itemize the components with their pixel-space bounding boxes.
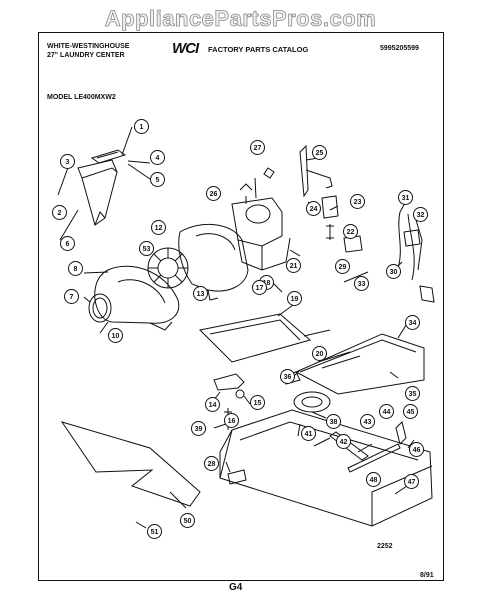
callout-44: 44: [379, 404, 394, 419]
part-base-frame: [219, 409, 433, 527]
callout-31: 31: [398, 190, 413, 205]
callout-53: 53: [139, 241, 154, 256]
part-small-bracket: [213, 373, 245, 391]
callout-50: 50: [180, 513, 195, 528]
page-number: G4: [229, 582, 243, 593]
callout-7: 7: [64, 289, 79, 304]
callout-1: 1: [134, 119, 149, 134]
part-rail: [329, 431, 369, 461]
callout-42: 42: [336, 434, 351, 449]
callout-5: 5: [150, 172, 165, 187]
callout-51: 51: [147, 524, 162, 539]
part-seal-ring: [88, 293, 112, 323]
callout-26: 26: [206, 186, 221, 201]
part-bracket: [321, 195, 339, 219]
part-front-rail: [294, 333, 425, 395]
callout-20: 20: [312, 346, 327, 361]
callout-34: 34: [405, 315, 420, 330]
callout-8: 8: [68, 261, 83, 276]
brand-line-1: WHITE-WESTINGHOUSE: [47, 43, 130, 50]
catalog-part-number: 5995205599: [380, 45, 419, 52]
callout-33: 33: [354, 276, 369, 291]
callout-32: 32: [413, 207, 428, 222]
callout-17: 17: [252, 280, 267, 295]
callout-24: 24: [306, 201, 321, 216]
callout-3: 3: [60, 154, 75, 169]
callout-47: 47: [404, 474, 419, 489]
callout-48: 48: [366, 472, 381, 487]
callout-36: 36: [280, 369, 295, 384]
part-lint-duct: [77, 159, 118, 226]
callout-15: 15: [250, 395, 265, 410]
callout-12: 12: [151, 220, 166, 235]
callout-39: 39: [191, 421, 206, 436]
callout-41: 41: [301, 426, 316, 441]
part-drum-roller: [293, 391, 331, 413]
callout-43: 43: [360, 414, 375, 429]
part-top-panel: [198, 313, 312, 363]
callout-22: 22: [343, 224, 358, 239]
revision-date: 8/91: [420, 572, 434, 579]
drawing-number: 2252: [377, 543, 393, 550]
part-blower-housing: [94, 265, 180, 324]
callout-25: 25: [312, 145, 327, 160]
diagram-frame: [38, 32, 444, 581]
callout-23: 23: [350, 194, 365, 209]
callout-2: 2: [52, 205, 67, 220]
catalog-title: FACTORY PARTS CATALOG: [208, 45, 309, 54]
callout-45: 45: [403, 404, 418, 419]
callout-14: 14: [205, 397, 220, 412]
brand-line-2: 27" LAUNDRY CENTER: [47, 52, 125, 59]
watermark: AppliancePartsPros.com: [104, 6, 377, 32]
callout-29: 29: [335, 259, 350, 274]
callout-16: 16: [224, 413, 239, 428]
callout-6: 6: [60, 236, 75, 251]
wci-logo: WCI: [172, 40, 199, 57]
callout-13: 13: [193, 286, 208, 301]
callout-35: 35: [405, 386, 420, 401]
callout-10: 10: [108, 328, 123, 343]
callout-19: 19: [287, 291, 302, 306]
callout-4: 4: [150, 150, 165, 165]
callout-46: 46: [409, 442, 424, 457]
callout-30: 30: [386, 264, 401, 279]
model-number: MODEL LE400MXW2: [47, 94, 116, 101]
callout-38: 38: [326, 414, 341, 429]
part-motor-mount: [178, 223, 249, 292]
callout-27: 27: [250, 140, 265, 155]
part-side-panel: [60, 421, 201, 507]
callout-28: 28: [204, 456, 219, 471]
callout-21: 21: [286, 258, 301, 273]
part-idler-arm: [299, 144, 309, 198]
part-wire-harness: [397, 211, 423, 281]
part-filter-gasket: [90, 149, 127, 164]
